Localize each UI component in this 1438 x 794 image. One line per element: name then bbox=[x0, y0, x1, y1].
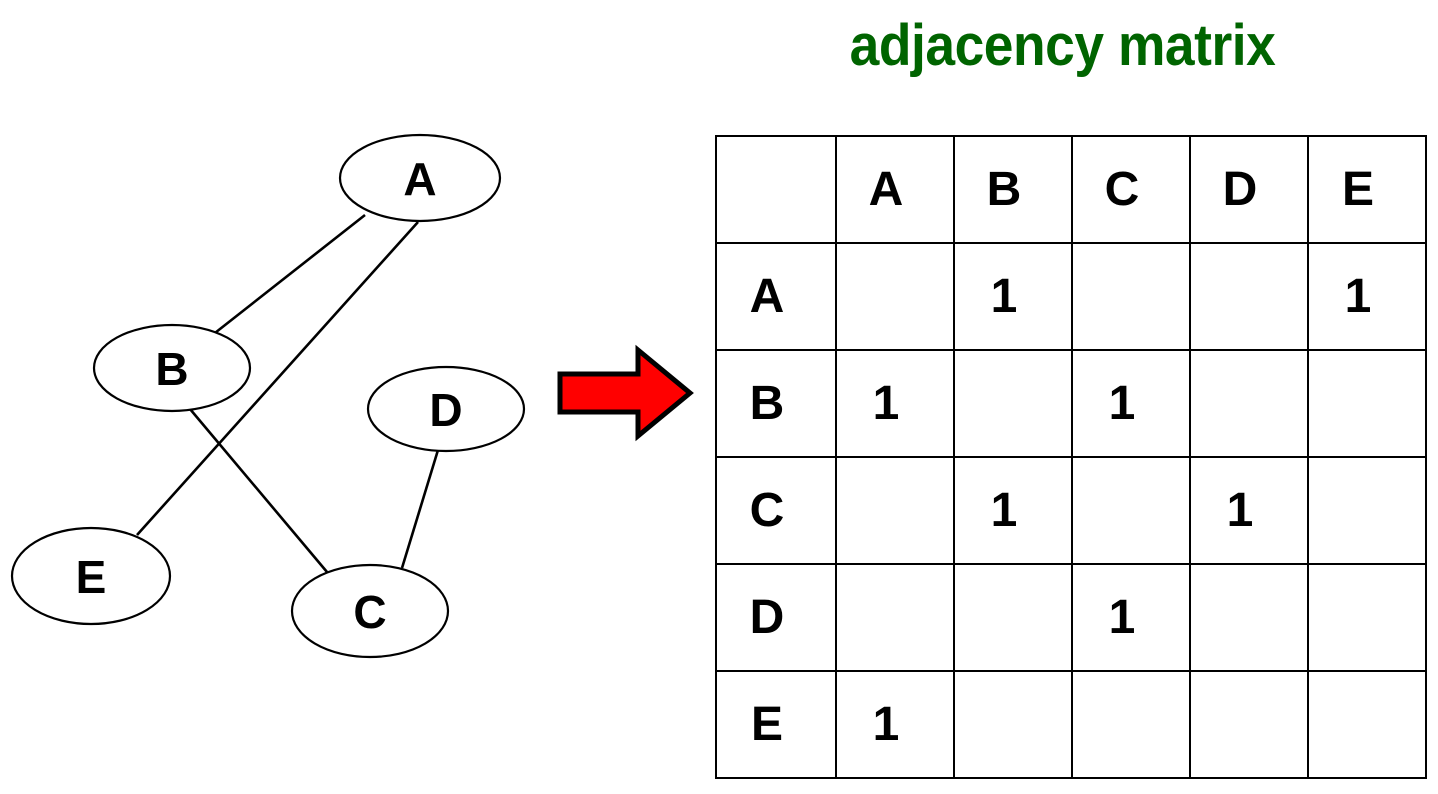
matrix-cell-b-d[interactable] bbox=[1189, 349, 1309, 458]
matrix-cell-c-b[interactable]: 1 bbox=[953, 456, 1073, 565]
graph-node-d[interactable]: D bbox=[366, 365, 526, 453]
graph-node-a[interactable]: A bbox=[338, 133, 502, 223]
node-label-e: E bbox=[76, 551, 107, 603]
graph-edge-b-c bbox=[189, 408, 328, 573]
matrix-row-header-e: E bbox=[715, 670, 837, 779]
matrix-cell-c-d[interactable]: 1 bbox=[1189, 456, 1309, 565]
matrix-cell-d-e[interactable] bbox=[1307, 563, 1427, 672]
matrix-col-header-d: D bbox=[1189, 135, 1309, 244]
matrix-col-header-c: C bbox=[1071, 135, 1191, 244]
graph-node-e[interactable]: E bbox=[10, 526, 172, 626]
matrix-cell-b-a[interactable]: 1 bbox=[835, 349, 955, 458]
matrix-cell-b-e[interactable] bbox=[1307, 349, 1427, 458]
node-ellipse-a bbox=[338, 133, 502, 223]
matrix-row-c: C 1 1 bbox=[715, 456, 1427, 565]
graph-edges bbox=[136, 213, 440, 573]
page-title: adjacency matrix bbox=[849, 13, 1276, 78]
matrix-cell-c-a[interactable] bbox=[835, 456, 955, 565]
matrix-col-header-a: A bbox=[835, 135, 955, 244]
matrix-cell-a-d[interactable] bbox=[1189, 242, 1309, 351]
matrix-cell-c-e[interactable] bbox=[1307, 456, 1427, 565]
matrix-cell-d-b[interactable] bbox=[953, 563, 1073, 672]
matrix-cell-b-b[interactable] bbox=[953, 349, 1073, 458]
graph-panel: A B D E C bbox=[0, 0, 540, 794]
matrix-cell-d-c[interactable]: 1 bbox=[1071, 563, 1191, 672]
matrix-corner-cell bbox=[715, 135, 837, 244]
matrix-cell-e-b[interactable] bbox=[953, 670, 1073, 779]
node-label-d: D bbox=[429, 384, 462, 436]
matrix-col-header-b: B bbox=[953, 135, 1073, 244]
matrix-cell-b-c[interactable]: 1 bbox=[1071, 349, 1191, 458]
matrix-row-a: A 1 1 bbox=[715, 242, 1427, 351]
graph-edge-a-b bbox=[205, 213, 366, 342]
node-ellipse-e bbox=[10, 526, 172, 626]
graph-nodes: A B D E C bbox=[10, 133, 526, 659]
matrix-row-header-c: C bbox=[715, 456, 837, 565]
node-label-b: B bbox=[155, 343, 188, 395]
node-label-a: A bbox=[403, 153, 436, 205]
node-ellipse-c bbox=[290, 563, 450, 659]
matrix-col-header-e: E bbox=[1307, 135, 1427, 244]
matrix-row-header-a: A bbox=[715, 242, 837, 351]
graph-svg: A B D E C bbox=[10, 133, 526, 659]
matrix-cell-a-e[interactable]: 1 bbox=[1307, 242, 1427, 351]
right-arrow-icon bbox=[557, 344, 694, 442]
matrix-cell-e-a[interactable]: 1 bbox=[835, 670, 955, 779]
graph-node-b[interactable]: B bbox=[92, 323, 252, 413]
matrix-cell-e-e[interactable] bbox=[1307, 670, 1427, 779]
matrix-row-header-d: D bbox=[715, 563, 837, 672]
matrix-row-header-b: B bbox=[715, 349, 837, 458]
red-arrow bbox=[556, 338, 696, 448]
matrix-cell-d-a[interactable] bbox=[835, 563, 955, 672]
matrix-cell-c-c[interactable] bbox=[1071, 456, 1191, 565]
matrix-cell-e-c[interactable] bbox=[1071, 670, 1191, 779]
node-label-c: C bbox=[353, 586, 386, 638]
graph-node-c[interactable]: C bbox=[290, 563, 450, 659]
node-ellipse-d bbox=[366, 365, 526, 453]
matrix-cell-a-b[interactable]: 1 bbox=[953, 242, 1073, 351]
graph-edge-a-e bbox=[136, 221, 419, 536]
matrix-cell-a-a[interactable] bbox=[835, 242, 955, 351]
node-ellipse-b bbox=[92, 323, 252, 413]
matrix-cell-a-c[interactable] bbox=[1071, 242, 1191, 351]
graph-edge-d-c bbox=[400, 449, 440, 569]
matrix-cell-e-d[interactable] bbox=[1189, 670, 1309, 779]
matrix-cell-d-d[interactable] bbox=[1189, 563, 1309, 672]
